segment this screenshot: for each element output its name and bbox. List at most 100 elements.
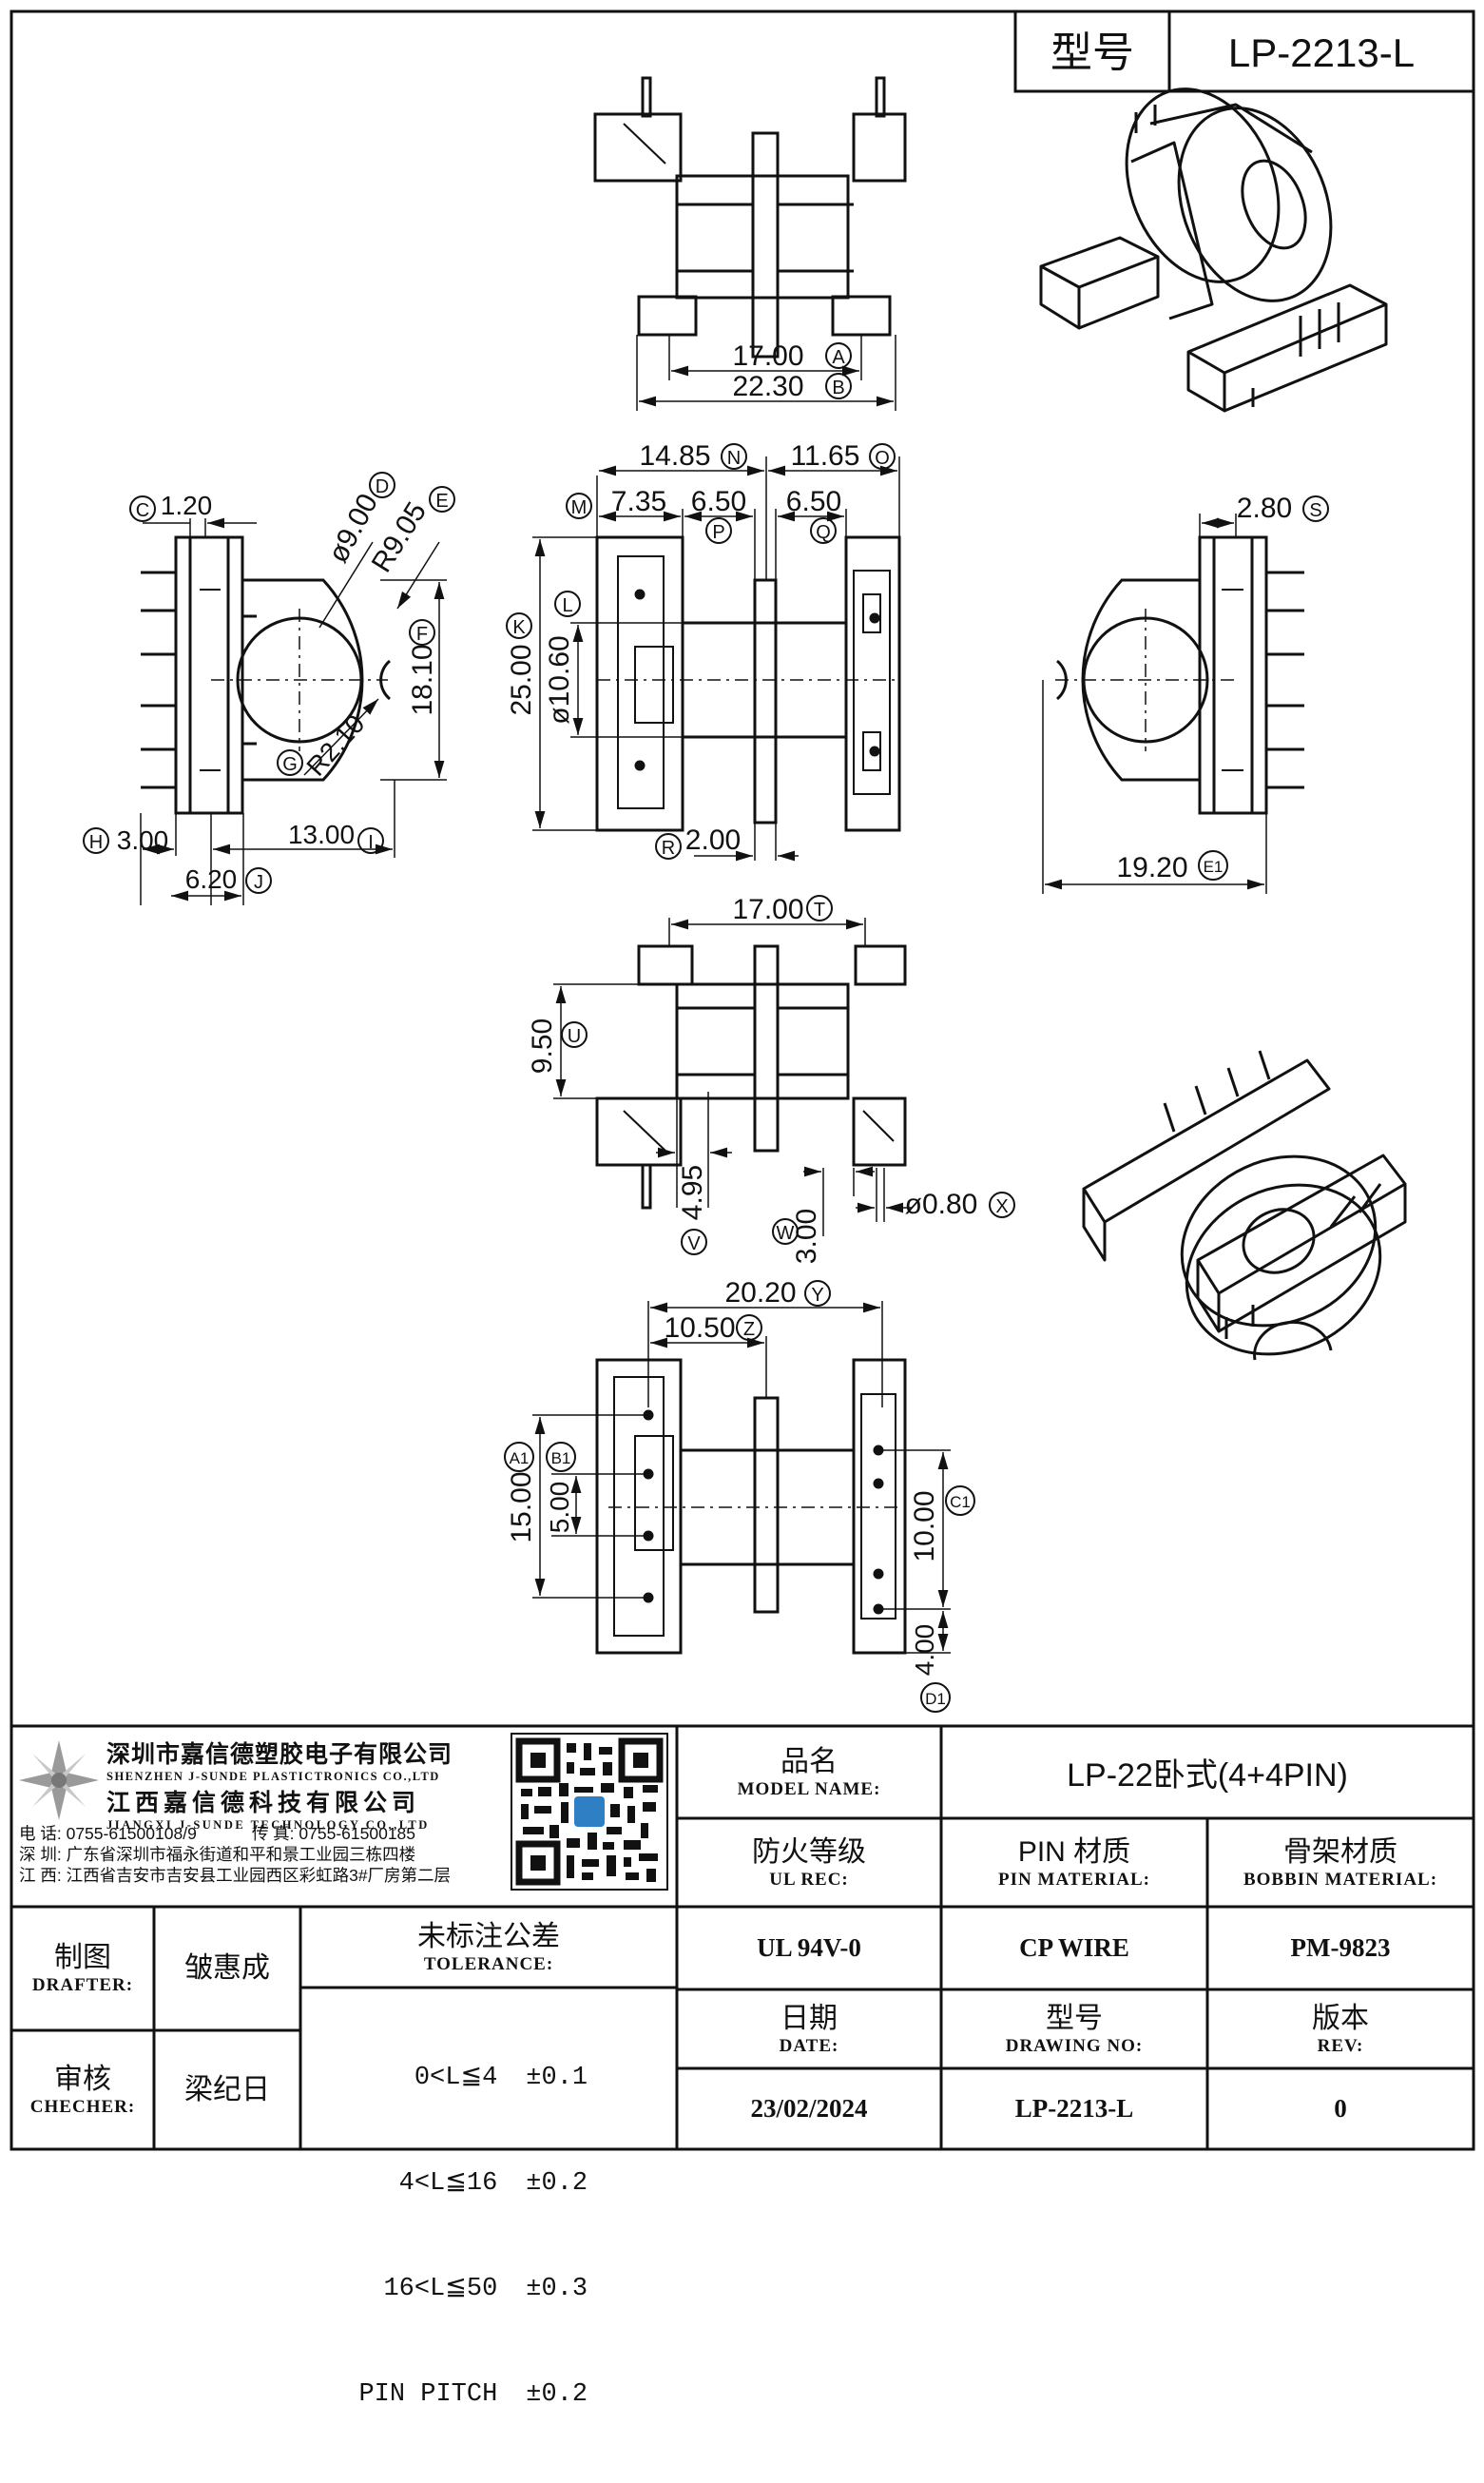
dim-i-tag: I	[368, 832, 374, 853]
model-name-en: MODEL NAME:	[737, 1778, 881, 1799]
tolerance-table: 0<L≦4 4<L≦16 16<L≦50 PIN PITCH ±0.1 ±0.2…	[300, 1990, 677, 2409]
pin-view	[595, 1358, 907, 1655]
dim-e-tag: E	[435, 491, 448, 512]
ul-rec-zh: 防火等级	[752, 1835, 866, 1868]
drawing-sheet: 型号 LP-2213-L 17.00 A 22.30 B	[10, 10, 1475, 2151]
dim-x-tag: X	[995, 1196, 1008, 1217]
tolerance-value: ±0.3	[526, 2275, 588, 2303]
side-view-left-dims: C 1.20 ø9.00 D R9.05 E F 18.10 G R2.10 H…	[83, 472, 455, 905]
dim-m-tag: M	[571, 497, 588, 518]
front-view-dims: 14.85 N 11.65 O M 7.35 6.50 P 6.50 Q K 2…	[506, 440, 900, 862]
pin-material-zh: PIN 材质	[1017, 1835, 1131, 1868]
dim-a-tag: A	[832, 347, 845, 368]
pin-view-dims: 20.20 Y 10.50 Z A1 15.00 B1 5.00 10.00 C…	[504, 1277, 975, 1713]
dim-d1-tag: D1	[925, 1690, 946, 1708]
dim-n-value: 14.85	[639, 440, 710, 472]
date-en: DATE:	[779, 2035, 839, 2056]
dim-b1-tag: B1	[551, 1449, 571, 1467]
drafter-zh: 制图	[54, 1942, 111, 1973]
dim-u-tag: U	[568, 1026, 581, 1047]
top-view-dims: 17.00 A 22.30 B	[636, 335, 896, 411]
side-view-left-centerlines	[211, 609, 388, 751]
dim-l-tag: L	[562, 595, 572, 616]
tolerance-range: 0<L≦4	[398, 2064, 498, 2092]
dim-h-value: 3.00	[117, 825, 169, 855]
dim-l-value: ø10.60	[544, 635, 575, 724]
dim-a-value: 17.00	[732, 340, 803, 372]
dim-b-tag: B	[832, 378, 844, 398]
drawing-no-header: 型号 DRAWING NO:	[941, 1989, 1207, 2068]
bottom-view	[595, 944, 907, 1210]
front-view	[595, 535, 901, 832]
drafter-name: 皱惠成	[184, 1952, 270, 1984]
title-block-grid	[10, 1724, 1475, 2151]
tolerance-range: PIN PITCH	[358, 2380, 498, 2409]
dim-v-tag: V	[687, 1233, 701, 1254]
dim-y-value: 20.20	[724, 1277, 796, 1309]
dim-s-tag: S	[1309, 500, 1321, 521]
ul-rec-en: UL REC:	[769, 1869, 849, 1890]
bobbin-material-en: BOBBIN MATERIAL:	[1243, 1869, 1438, 1890]
fax-text: 传 真: 0755-61500185	[251, 1824, 416, 1843]
contact-info: 电 话: 0755-61500108/9 传 真: 0755-61500185 …	[19, 1823, 523, 1907]
company-cn-1: 深圳市嘉信德塑胶电子有限公司	[106, 1741, 453, 1768]
phone-text: 电 话: 0755-61500108/9	[19, 1824, 197, 1843]
model-name-header: 品名 MODEL NAME:	[677, 1726, 941, 1818]
date-header: 日期 DATE:	[677, 1989, 941, 2068]
dim-z-tag: Z	[743, 1319, 755, 1340]
dim-u-value: 9.50	[527, 1018, 558, 1074]
header-model-label: 型号	[1050, 29, 1134, 76]
ul-rec-value: UL 94V-0	[757, 1933, 861, 1962]
dim-a1-tag: A1	[510, 1449, 530, 1467]
drafter-label: 制图 DRAFTER:	[11, 1907, 154, 2030]
dim-e1-value: 19.20	[1116, 852, 1187, 883]
company-en-1: SHENZHEN J-SUNDE PLASTICTRONICS CO.,LTD	[106, 1770, 440, 1783]
bobbin-material-header: 骨架材质 BOBBIN MATERIAL:	[1207, 1818, 1474, 1907]
tolerance-range: 16<L≦50	[383, 2275, 498, 2303]
dim-b-value: 22.30	[732, 371, 803, 402]
dim-r-value: 2.00	[685, 824, 741, 856]
company-logo-icon	[19, 1740, 99, 1820]
bottom-view-dims: 17.00 T 9.50 U 4.95 V 3.00 W ø0.80 X	[527, 894, 1015, 1264]
tolerance-range: 4<L≦16	[383, 2169, 498, 2198]
dim-v-value: 4.95	[677, 1165, 708, 1220]
dim-i-value: 13.00	[288, 820, 355, 849]
dim-j-tag: J	[254, 872, 263, 893]
rev-value: 0	[1334, 2094, 1347, 2123]
header-model-value: LP-2213-L	[1228, 30, 1415, 75]
side-view-right	[1055, 535, 1304, 815]
dim-n-tag: N	[727, 448, 741, 469]
drawing-no-en: DRAWING NO:	[1005, 2035, 1144, 2056]
dim-w-tag: W	[777, 1223, 795, 1244]
tolerance-zh: 未标注公差	[417, 1920, 560, 1952]
rev-en: REV:	[1317, 2035, 1364, 2056]
dim-t-tag: T	[814, 900, 825, 921]
tolerance-value: ±0.2	[526, 2169, 588, 2198]
date-value: 23/02/2024	[750, 2094, 868, 2123]
dim-c1-tag: C1	[950, 1493, 971, 1511]
bobbin-material-zh: 骨架材质	[1283, 1835, 1397, 1868]
dim-x-value: ø0.80	[905, 1189, 978, 1220]
dim-s-value: 2.80	[1237, 493, 1292, 524]
dim-q-value: 6.50	[786, 486, 841, 517]
dim-o-tag: O	[875, 448, 890, 469]
dim-g-tag: G	[282, 754, 298, 775]
dim-k-value: 25.00	[506, 644, 537, 715]
checker-name: 梁纪日	[184, 2073, 270, 2105]
bobbin-material-value: PM-9823	[1290, 1933, 1391, 1962]
drawing-no-zh: 型号	[1046, 2002, 1103, 2034]
dim-c-value: 1.20	[161, 491, 213, 520]
dim-c-tag: C	[136, 500, 149, 521]
address-shenzhen: 深 圳: 广东省深圳市福永街道和平和景工业园三栋四楼	[19, 1845, 416, 1864]
dim-a1-value: 15.00	[506, 1471, 537, 1542]
dim-q-tag: Q	[816, 522, 831, 543]
dim-g-value: R2.10	[300, 709, 370, 782]
tolerance-header: 未标注公差 TOLERANCE:	[300, 1907, 677, 1988]
model-name-value: LP-22卧式(4+4PIN)	[1067, 1757, 1348, 1794]
dim-h-tag: H	[89, 832, 103, 853]
top-view	[593, 76, 907, 359]
dim-r-tag: R	[662, 838, 675, 859]
address-jiangxi: 江 西: 江西省吉安市吉安县工业园西区彩虹路3#厂房第二层	[19, 1866, 452, 1885]
isometric-view-bottom	[1082, 1050, 1407, 1361]
header-model-box: 型号 LP-2213-L	[1013, 10, 1475, 93]
